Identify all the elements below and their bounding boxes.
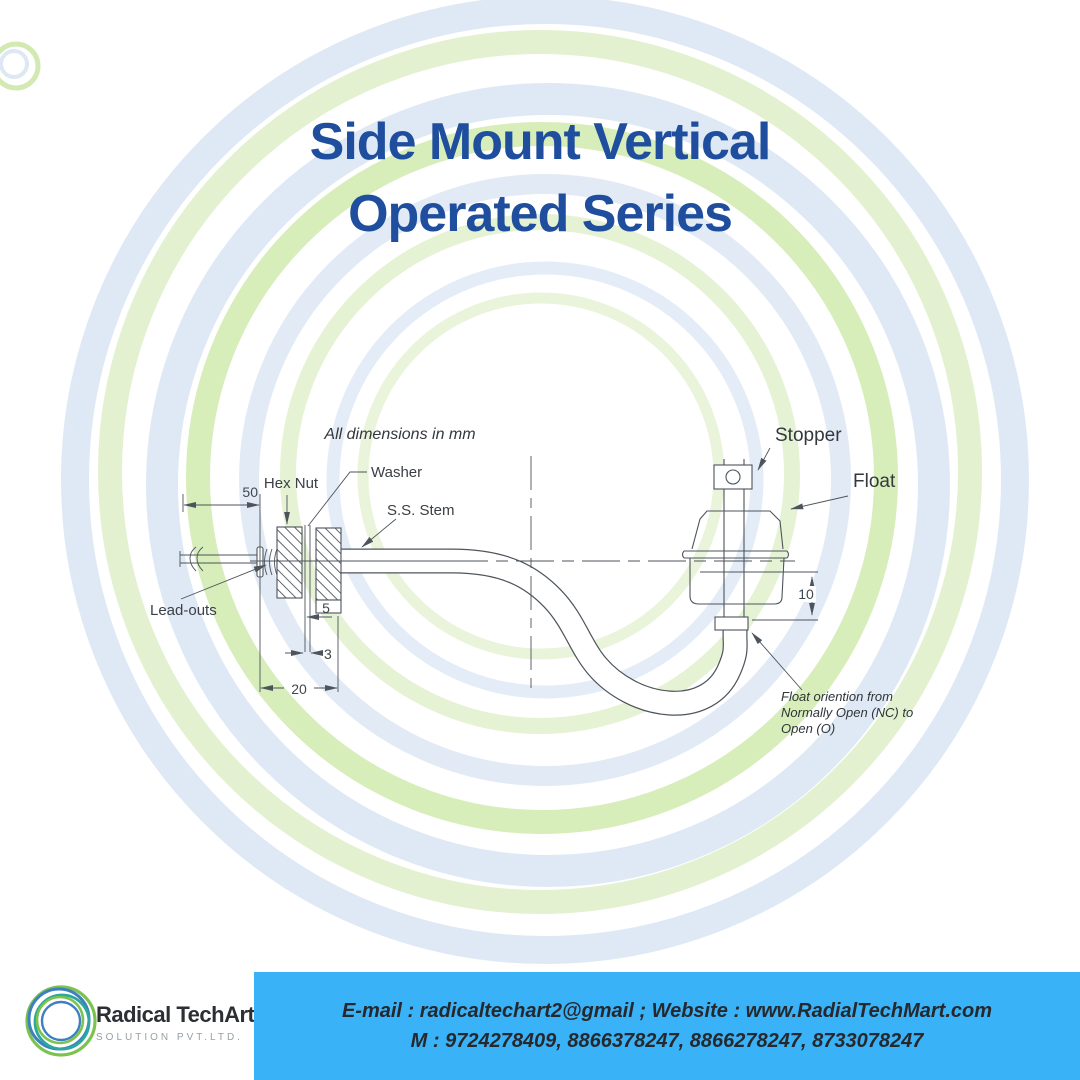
- float-note-line2: Normally Open (NC) to: [781, 705, 913, 720]
- dimension-50: 50: [182, 484, 261, 692]
- corner-ring-icon: [0, 41, 41, 91]
- lead-outs-callout: Lead-outs: [150, 564, 267, 619]
- wire-break-icon: [196, 546, 204, 572]
- footer: Radical TechArt SOLUTION PVT.LTD. E-mail…: [0, 968, 1080, 1080]
- stopper-callout: Stopper: [757, 425, 842, 471]
- hex-nut-label: Hex Nut: [264, 475, 319, 492]
- page-title-line2: Operated Series: [348, 185, 733, 243]
- hex-nut-callout: Hex Nut: [264, 475, 319, 525]
- float-orientation-note: Float oriention from Normally Open (NC) …: [751, 632, 913, 736]
- ss-stem-label: S.S. Stem: [387, 502, 455, 519]
- float-note-line3: Open (O): [781, 721, 835, 736]
- dimension-5: 5: [306, 600, 332, 620]
- float-callout: Float: [790, 471, 896, 510]
- lead-outs-label: Lead-outs: [150, 602, 217, 619]
- float-body: [681, 510, 790, 605]
- technical-drawing: 50 20 3 5 10 All dim: [150, 425, 913, 736]
- logo-company-name: Radical TechArt: [96, 1002, 255, 1027]
- dimension-10: 10: [700, 571, 818, 621]
- float-label: Float: [853, 471, 896, 492]
- contact-email-website: E-mail : radicaltechart2@gmail ; Website…: [341, 999, 993, 1022]
- dim-10-value: 10: [798, 586, 814, 602]
- centerlines: [250, 456, 795, 690]
- title-block: Side Mount Vertical Operated Series: [0, 106, 1080, 250]
- washer-callout: Washer: [307, 464, 422, 527]
- dim-20-value: 20: [291, 681, 307, 697]
- dimension-20: 20: [260, 616, 339, 697]
- dim-50-value: 50: [242, 484, 258, 500]
- stem-tube: [341, 548, 748, 716]
- stopper-label: Stopper: [775, 425, 842, 446]
- units-note: All dimensions in mm: [323, 426, 475, 443]
- float-note-line1: Float oriention from: [781, 689, 893, 704]
- logo-subtitle: SOLUTION PVT.LTD.: [96, 1032, 243, 1043]
- float-collar: [714, 616, 749, 631]
- dimension-3: 3: [285, 646, 332, 662]
- logo-rings-icon: [25, 985, 97, 1057]
- ss-stem-callout: S.S. Stem: [361, 502, 455, 548]
- contact-band: E-mail : radicaltechart2@gmail ; Website…: [254, 972, 1080, 1080]
- background-rings: [0, 0, 1029, 964]
- stopper-block: [713, 464, 753, 490]
- hex-nut-block: [276, 526, 303, 599]
- page-title-line1: Side Mount Vertical: [309, 113, 772, 171]
- washer-strip: [304, 525, 311, 652]
- contact-phone-numbers: M : 9724278409, 8866378247, 8866278247, …: [410, 1029, 924, 1052]
- lead-out-wires: [179, 546, 260, 572]
- washer-label: Washer: [371, 464, 422, 481]
- mount-block-step: [315, 599, 342, 614]
- dim-5-value: 5: [322, 600, 330, 616]
- mount-block: [315, 527, 342, 601]
- dim-3-value: 3: [324, 646, 332, 662]
- company-logo: Radical TechArt SOLUTION PVT.LTD.: [24, 980, 255, 1075]
